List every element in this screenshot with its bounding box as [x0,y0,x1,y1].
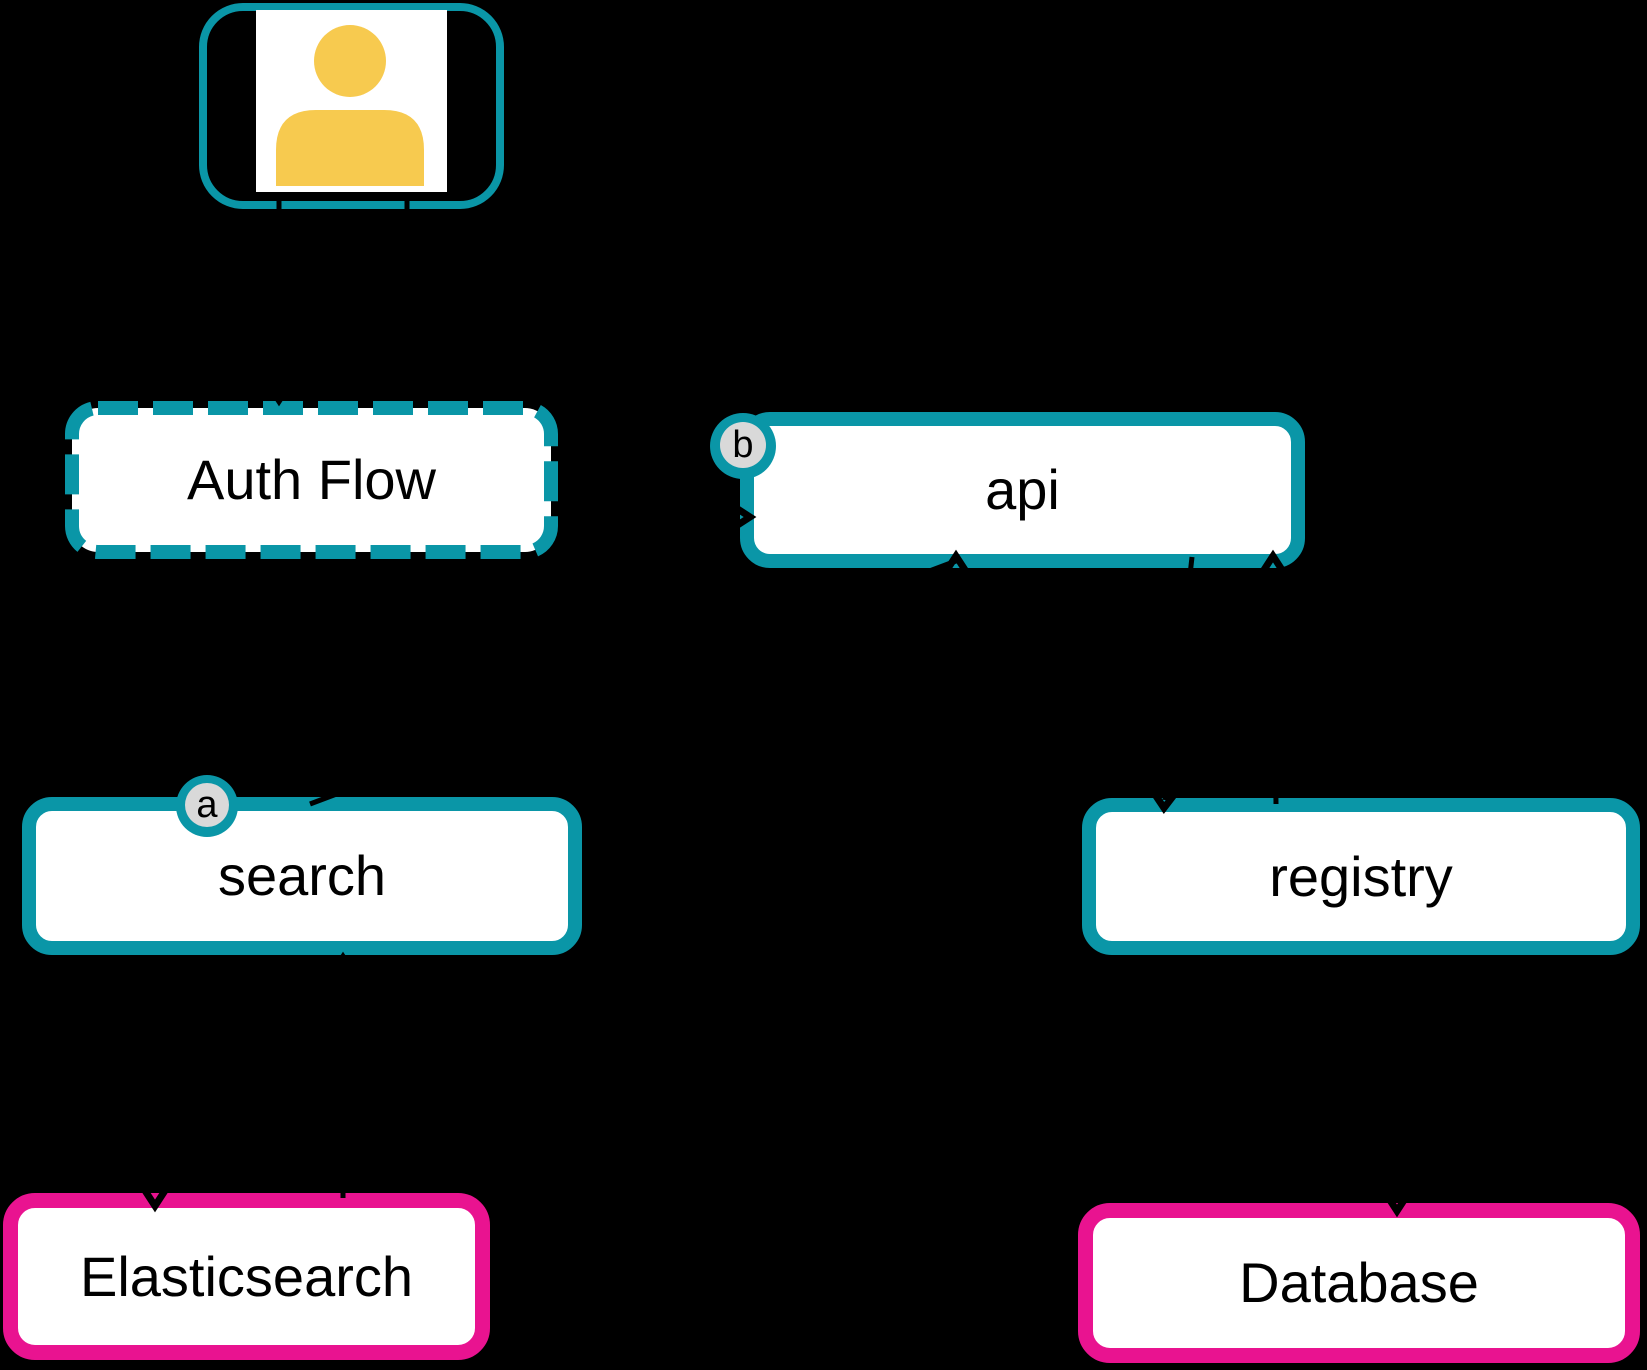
node-label: Elasticsearch [79,1244,414,1308]
edge-badge-letter: a [185,783,229,827]
person-icon [276,25,424,186]
node-api: api [740,412,1305,568]
node-label: Auth Flow [187,448,436,511]
edge-elasticsearch-search [327,951,359,1198]
node-label: search [217,844,387,907]
node-label: api [985,458,1060,521]
edge-badge-a: a [176,775,238,837]
edge-search-elasticsearch [139,958,171,1213]
user-avatar [256,10,447,192]
node-label: registry [1269,844,1453,908]
node-database: Database [1078,1203,1640,1363]
edge-user-auth-flow [263,196,295,407]
node-auth-flow: Auth Flow [65,401,558,559]
node-label: Database [1239,1251,1479,1314]
edge-registry-api [1257,549,1289,805]
node-elasticsearch: Elasticsearch [3,1193,490,1360]
edge-search-api [309,549,972,807]
edge-badge-letter: b [720,422,766,468]
edge-badge-b: b [710,413,776,479]
node-user [199,3,504,209]
node-search: search [22,797,582,955]
edge-registry-database [1381,958,1413,1218]
node-registry: registry [1082,798,1640,955]
edge-api-registry [1149,556,1195,815]
